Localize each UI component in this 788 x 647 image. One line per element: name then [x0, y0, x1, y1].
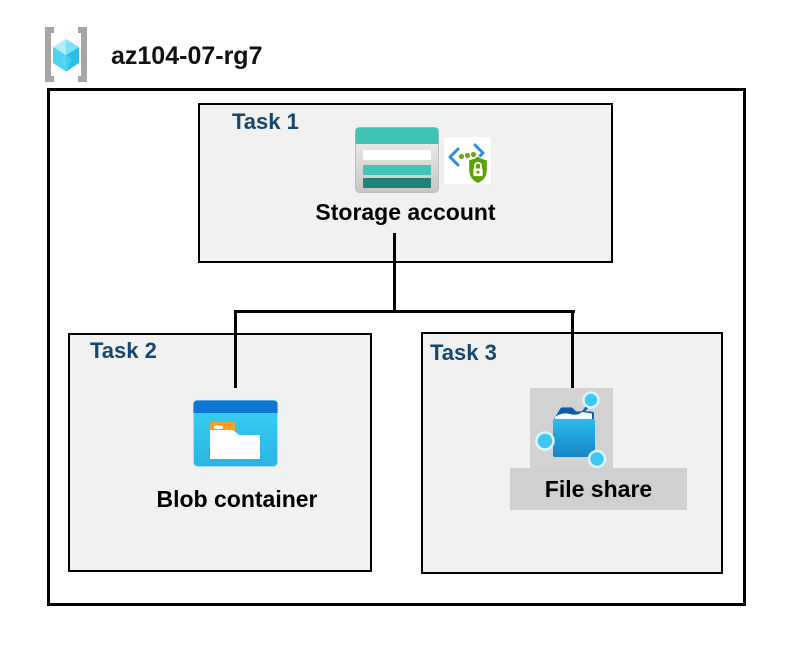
storage-account-label: Storage account	[315, 199, 496, 225]
task1-label: Task 1	[232, 109, 299, 134]
connector-to-file-share	[571, 310, 574, 392]
task2-label: Task 2	[90, 338, 157, 363]
resource-group-icon	[45, 27, 87, 82]
connector-branch-horizontal	[234, 310, 575, 313]
connector-to-blob-container	[234, 310, 237, 388]
task3-label: Task 3	[430, 340, 497, 365]
resource-group-title: az104-07-rg7	[111, 42, 263, 70]
file-share-label: File share	[544, 476, 653, 502]
file-share-icon[interactable]	[534, 389, 608, 469]
file-share-label-highlight: File share	[510, 468, 687, 510]
storage-account-icon[interactable]	[355, 127, 439, 193]
sas-shield-icon[interactable]	[444, 137, 491, 184]
connector-storage-stem	[393, 233, 396, 313]
blob-container-icon[interactable]	[193, 400, 278, 467]
blob-container-label: Blob container	[156, 486, 318, 512]
